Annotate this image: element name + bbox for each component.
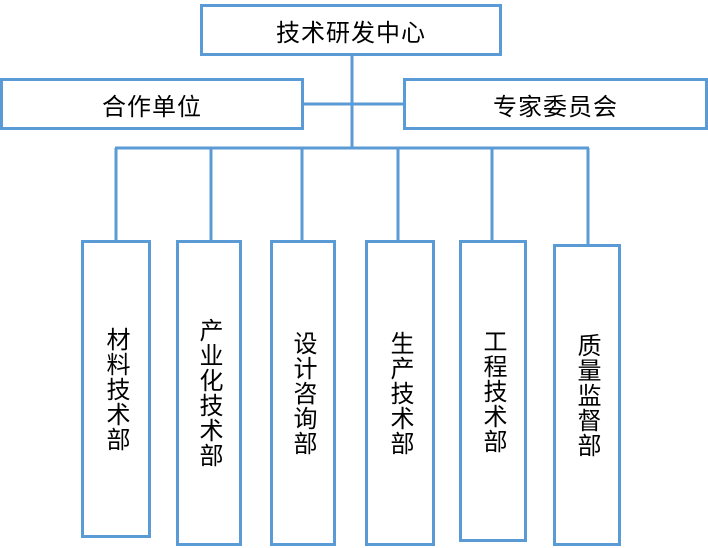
partner-unit-label: 合作单位	[102, 92, 202, 121]
department-label-6: 质量监督部	[573, 332, 601, 458]
department-box-2: 产业化技术部	[176, 240, 242, 546]
department-box-4: 生产技术部	[365, 240, 435, 546]
department-box-3: 设计咨询部	[270, 240, 336, 546]
department-label-1: 材料技术部	[102, 326, 130, 452]
root-node-label: 技术研发中心	[276, 18, 426, 47]
department-box-1: 材料技术部	[81, 240, 151, 538]
department-label-4: 生产技术部	[386, 330, 414, 456]
department-label-5: 工程技术部	[479, 328, 507, 454]
expert-committee-box: 专家委员会	[403, 78, 708, 130]
expert-committee-label: 专家委员会	[493, 92, 618, 121]
partner-unit-box: 合作单位	[0, 78, 304, 130]
department-label-2: 产业化技术部	[195, 318, 223, 468]
department-box-5: 工程技术部	[459, 240, 527, 542]
root-node-box: 技术研发中心	[200, 4, 502, 56]
department-box-6: 质量监督部	[553, 244, 621, 546]
department-label-3: 设计咨询部	[289, 330, 317, 456]
